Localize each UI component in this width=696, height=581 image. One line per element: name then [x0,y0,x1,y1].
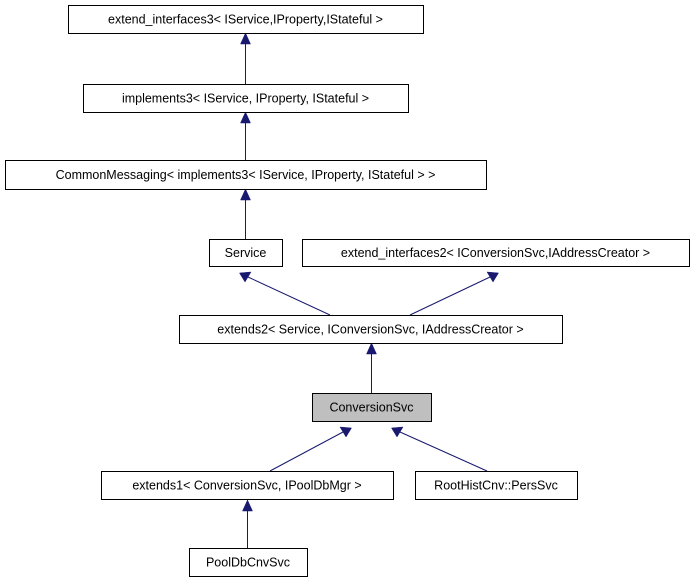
class-node-box[interactable] [101,471,394,500]
class-node-box[interactable] [5,160,487,190]
inheritance-arrow-icon [339,426,352,438]
class-node-extends2[interactable]: extends2< Service, IConversionSvc, IAddr… [179,315,563,344]
inheritance-arrow-icon [240,32,251,45]
edge-line [409,276,491,316]
class-node-label: extends1< ConversionSvc, IPoolDbMgr > [132,478,361,492]
class-node-label: implements3< IService, IProperty, IState… [122,91,369,105]
inheritance-edge [242,499,253,548]
edge-line [247,276,331,316]
inheritance-edge [240,111,251,160]
inheritance-arrow-icon [242,499,253,512]
inheritance-arrow-icon [240,188,251,201]
class-node-label: CommonMessaging< implements3< IService, … [56,168,436,182]
class-node-extend_interfaces2[interactable]: extend_interfaces2< IConversionSvc,IAddr… [302,239,690,267]
inheritance-edge [366,342,377,393]
inheritance-edge [409,271,499,316]
inheritance-arrow-icon [366,342,377,355]
edges-layer [239,32,499,548]
inheritance-arrow-icon [240,111,251,124]
class-node-CommonMessaging[interactable]: CommonMessaging< implements3< IService, … [5,160,487,190]
class-node-extend_interfaces3[interactable]: extend_interfaces3< IService,IProperty,I… [68,5,424,34]
class-node-box[interactable] [189,548,308,577]
inheritance-edge [240,188,251,239]
class-node-label: PoolDbCnvSvc [206,555,290,569]
class-node-ConversionSvc[interactable]: ConversionSvc [312,393,432,422]
class-node-label: ConversionSvc [329,400,413,414]
class-node-RootHistCnv_PersSvc[interactable]: RootHistCnv::PersSvc [415,471,578,500]
inheritance-edge [239,271,331,316]
inheritance-edge [240,32,251,84]
class-node-label: extend_interfaces3< IService,IProperty,I… [108,12,383,26]
inheritance-edge [269,426,352,472]
class-node-label: extend_interfaces2< IConversionSvc,IAddr… [341,246,650,260]
class-node-implements3[interactable]: implements3< IService, IProperty, IState… [83,84,409,113]
class-node-box[interactable] [312,393,432,422]
edge-line [399,431,488,472]
class-node-box[interactable] [68,5,424,34]
class-node-box[interactable] [83,84,409,113]
class-node-box[interactable] [415,471,578,500]
class-node-box[interactable] [302,239,690,267]
class-node-box[interactable] [209,239,283,267]
inheritance-arrow-icon [486,271,499,283]
class-node-PoolDbCnvSvc[interactable]: PoolDbCnvSvc [189,548,308,577]
inheritance-arrow-icon [239,271,252,283]
inheritance-arrow-icon [391,426,404,438]
class-node-label: extends2< Service, IConversionSvc, IAddr… [217,322,523,336]
class-node-label: RootHistCnv::PersSvc [434,478,558,492]
class-node-Service[interactable]: Service [209,239,283,267]
class-node-extends1[interactable]: extends1< ConversionSvc, IPoolDbMgr > [101,471,394,500]
edge-line [269,431,344,472]
inheritance-edge [391,426,488,472]
nodes-layer: extend_interfaces3< IService,IProperty,I… [5,5,690,577]
class-node-label: Service [225,246,267,260]
class-node-box[interactable] [179,315,563,344]
